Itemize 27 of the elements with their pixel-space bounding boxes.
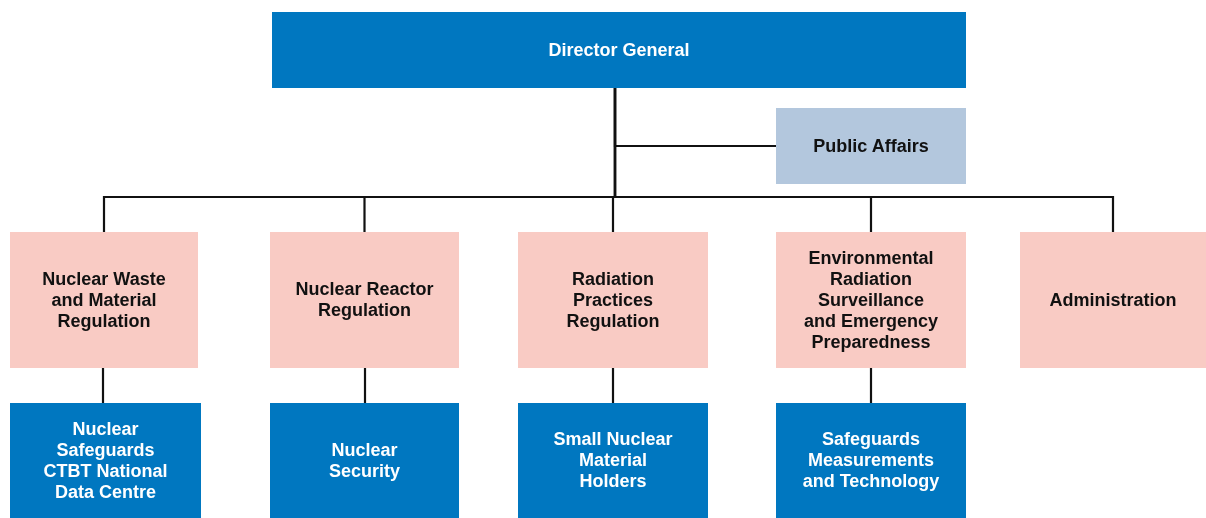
unit-name: Nuclear Safeguards CTBT National Data Centre <box>42 418 169 503</box>
org-box <box>270 232 459 368</box>
org-box <box>776 232 966 368</box>
connector-line <box>101 368 105 403</box>
org-box <box>1020 232 1206 368</box>
unit-name: Nuclear Waste and Material Regulation <box>41 268 167 332</box>
org-box <box>270 403 459 518</box>
connector-line <box>611 368 615 403</box>
org-box <box>776 108 966 184</box>
org-box <box>518 403 708 518</box>
unit-name: Safeguards Measurements and Technology <box>801 429 941 492</box>
unit-name: Director General <box>548 39 690 61</box>
unit-name: Environmental Radiation Surveillance and Emergency Preparedness <box>802 247 940 353</box>
org-box <box>10 403 201 518</box>
unit-name: Radiation Practices Regulation <box>565 268 661 332</box>
org-box <box>518 232 708 368</box>
connector-line <box>613 88 1115 232</box>
org-box <box>10 232 198 368</box>
unit-name: Nuclear Security <box>327 439 401 482</box>
unit-name: Nuclear Reactor Regulation <box>294 279 435 321</box>
org-box <box>272 12 966 88</box>
org-box <box>776 403 966 518</box>
connector-line <box>869 368 873 403</box>
connector-line <box>363 368 367 403</box>
unit-name: Public Affairs <box>813 135 929 157</box>
unit-name: Administration <box>1049 289 1177 311</box>
unit-name: Small Nuclear Material Holders <box>552 429 674 492</box>
